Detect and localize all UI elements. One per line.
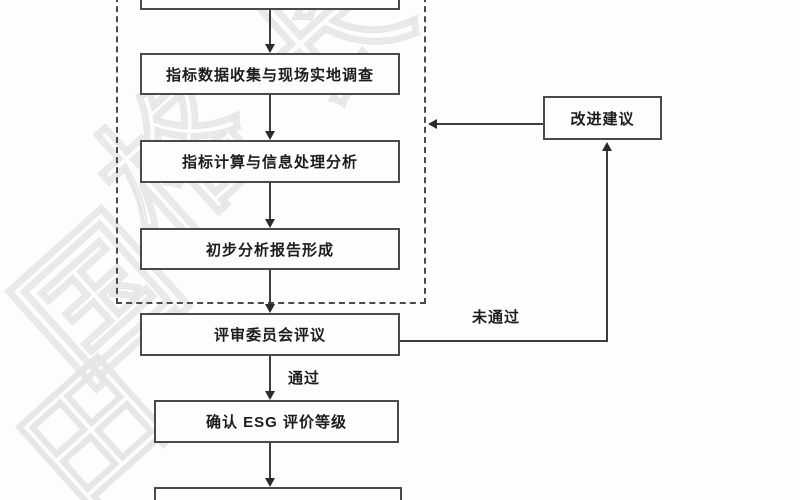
arrow-line-top-to-collect — [269, 10, 271, 45]
flow-node-committee-review: 评审委员会评议 — [140, 313, 400, 356]
arrowhead-up-icon — [602, 142, 612, 151]
edge-label-pass: 通过 — [288, 370, 321, 387]
arrow-line-review-to-confirm — [269, 356, 271, 392]
arrowhead-down-icon — [265, 44, 275, 53]
fail-path-horizontal-line — [400, 340, 608, 342]
arrowhead-left-icon — [428, 119, 437, 129]
arrow-line-calc-to-report — [269, 183, 271, 220]
arrow-line-report-to-review — [269, 270, 271, 305]
flow-node-confirm-esg-rating: 确认 ESG 评价等级 — [154, 400, 399, 443]
flow-node-improvement-suggestion: 改进建议 — [543, 96, 662, 140]
flow-node-data-collection: 指标数据收集与现场实地调查 — [140, 53, 400, 95]
feedback-horizontal-line — [436, 123, 543, 125]
flow-node-preliminary-report: 初步分析报告形成 — [140, 228, 400, 270]
dashed-group-border — [116, 0, 426, 304]
flow-node-calculation-analysis: 指标计算与信息处理分析 — [140, 140, 400, 183]
arrowhead-down-icon — [265, 478, 275, 487]
arrow-line-collect-to-calc — [269, 95, 271, 132]
arrowhead-down-icon — [265, 219, 275, 228]
edge-label-fail: 未通过 — [472, 309, 521, 326]
arrowhead-down-icon — [265, 131, 275, 140]
flow-node-top-partial — [140, 0, 400, 10]
arrow-line-confirm-to-bottom — [269, 443, 271, 479]
fail-path-vertical-line — [606, 144, 608, 342]
arrowhead-down-icon — [265, 304, 275, 313]
arrowhead-down-icon — [265, 391, 275, 400]
flow-node-bottom-partial — [154, 487, 402, 500]
